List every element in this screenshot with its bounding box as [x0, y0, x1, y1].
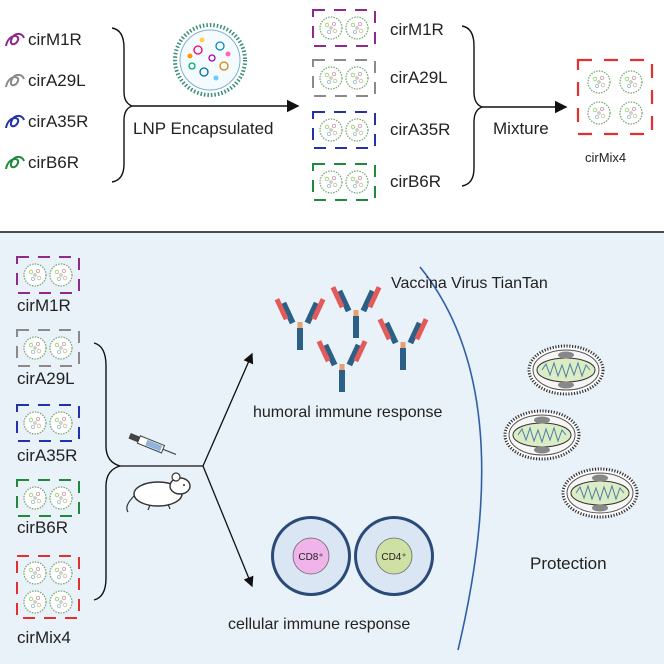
- circular-rna-icon: [5, 155, 25, 170]
- mrna-item-a35r: cirA35R: [5, 112, 88, 131]
- cellular-label: cellular immune response: [228, 616, 410, 633]
- circular-rna-icon: [5, 32, 25, 47]
- lnp-box-a35r: cirA35R: [312, 111, 450, 149]
- mrna-item-b6r: cirB6R: [5, 153, 79, 172]
- humoral-arrow: [202, 352, 254, 467]
- humoral-label: humoral immune response: [253, 404, 443, 421]
- vaccine-label: cirA29L: [17, 369, 75, 388]
- mixture-label: Mixture: [493, 119, 549, 138]
- lnp-box-b6r: cirB6R: [312, 163, 441, 201]
- left-brace: [111, 27, 134, 183]
- vaccine-label: cirA35R: [17, 446, 77, 465]
- vaccine-label: cirM1R: [17, 296, 71, 315]
- top-panel: cirM1R cirA29L cirA35R cirB6R: [5, 9, 654, 201]
- mrna-label: cirA29L: [28, 71, 86, 90]
- virus-icon: [561, 467, 639, 519]
- cd4-label: CD4⁺: [381, 552, 406, 563]
- bottom-panel: cirM1R cirA29L cirA35R cirB6R cirMix4: [0, 233, 664, 664]
- syringe-icon: [128, 432, 177, 456]
- mrna-item-a29l: cirA29L: [5, 71, 86, 90]
- virus-label: Vaccina Virus TianTan: [391, 275, 548, 292]
- vaccine-item-b6r: cirB6R: [16, 479, 80, 537]
- circular-rna-icon: [5, 114, 25, 129]
- mix-box: cirMix4: [576, 58, 654, 165]
- lnp-box-a29l: cirA29L: [312, 59, 448, 97]
- circular-rna-icon: [5, 73, 25, 88]
- virus-icon: [527, 344, 605, 396]
- mix-label: cirMix4: [585, 150, 626, 165]
- vaccine-label: cirB6R: [17, 518, 68, 537]
- cd4-cell: CD4⁺: [354, 516, 434, 596]
- cd8-label: CD8⁺: [298, 552, 323, 563]
- lnp-encapsulated-label: LNP Encapsulated: [133, 119, 274, 138]
- mrna-label: cirB6R: [28, 153, 79, 172]
- protection-label: Protection: [530, 554, 607, 573]
- vaccine-label: cirMix4: [17, 628, 71, 647]
- vaccine-item-a29l: cirA29L: [16, 329, 80, 388]
- lnp-label: cirA35R: [390, 120, 450, 139]
- lnp-box-m1r: cirM1R: [312, 9, 444, 47]
- mrna-label: cirA35R: [28, 112, 88, 131]
- vaccine-item-a35r: cirA35R: [16, 404, 80, 465]
- mrna-list: cirM1R cirA29L cirA35R cirB6R: [5, 30, 88, 172]
- vaccine-item-m1r: cirM1R: [16, 256, 80, 315]
- lnp-illustration: [173, 23, 247, 97]
- cd8-cell: CD8⁺: [271, 516, 351, 596]
- right-brace: [461, 25, 484, 187]
- protection-arc: [419, 266, 483, 651]
- virus-icon: [503, 409, 581, 461]
- mrna-item-m1r: cirM1R: [5, 30, 82, 49]
- cellular-arrow: [202, 465, 254, 588]
- lnp-label: cirA29L: [390, 68, 448, 87]
- lnp-label: cirM1R: [390, 20, 444, 39]
- mouse-icon: [126, 472, 191, 513]
- vaccine-item-mix4: cirMix4: [16, 555, 80, 647]
- lnp-label: cirB6R: [390, 172, 441, 191]
- mrna-label: cirM1R: [28, 30, 82, 49]
